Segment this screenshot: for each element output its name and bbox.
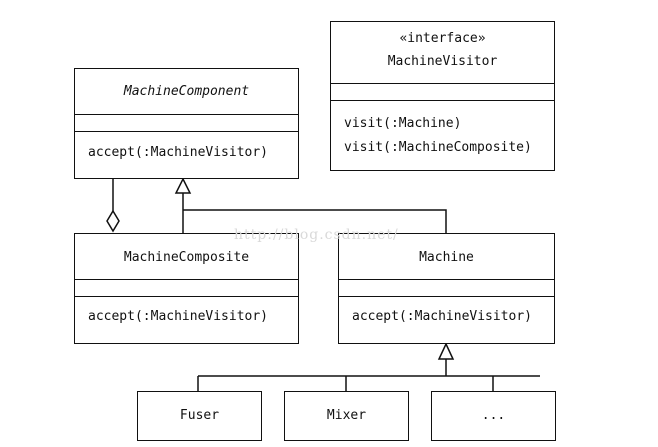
generalization-branch (183, 209, 447, 233)
composition-diamond-icon (106, 209, 120, 233)
fuser-class: Fuser (137, 391, 262, 441)
attributes-compartment (339, 279, 554, 280)
operation-accept: accept(:MachineVisitor) (88, 309, 269, 324)
attributes-compartment (75, 114, 298, 115)
operation-accept: accept(:MachineVisitor) (88, 145, 269, 160)
attributes-compartment (75, 279, 298, 280)
operations-compartment (339, 296, 554, 297)
machine-class: Machine accept(:MachineVisitor) (338, 233, 555, 344)
operations-compartment (75, 131, 298, 132)
operations-compartment (331, 100, 554, 101)
interface-name: MachineVisitor (387, 54, 498, 69)
class-name: Mixer (326, 408, 367, 423)
attributes-compartment (331, 83, 554, 84)
machine-composite-class: MachineComposite accept(:MachineVisitor) (74, 233, 299, 344)
operation-accept: accept(:MachineVisitor) (352, 309, 533, 324)
operations-compartment (75, 296, 298, 297)
machine-visitor-interface: «interface» MachineVisitor visit(:Machin… (330, 21, 555, 171)
class-name: MachineComposite (123, 250, 250, 265)
class-name: Fuser (179, 408, 220, 423)
class-name: ... (481, 408, 506, 423)
interface-stereotype: «interface» (399, 31, 486, 46)
class-name: MachineComponent (123, 84, 250, 99)
operation-visit-machine: visit(:Machine) (344, 116, 462, 131)
mixer-class: Mixer (284, 391, 409, 441)
operation-visit-machine-composite: visit(:MachineComposite) (344, 140, 532, 155)
watermark-text: http://blog.csdn.net/ (234, 227, 399, 243)
machine-component-class: MachineComponent accept(:MachineVisitor) (74, 68, 299, 179)
inheritance-triangle-icon (437, 342, 455, 360)
inheritance-triangle-icon (174, 177, 192, 194)
more-classes: ... (431, 391, 556, 441)
class-name: Machine (419, 250, 474, 265)
